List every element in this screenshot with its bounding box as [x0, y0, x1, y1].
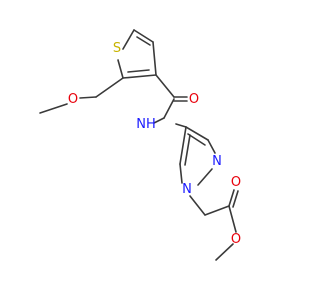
- bond: [179, 126, 187, 165]
- bond: [197, 168, 213, 186]
- molecule-canvas: S O O NH N N O O: [39, 29, 241, 261]
- carbonyl-oxygen-atom: O: [189, 92, 199, 107]
- bond: [207, 139, 216, 154]
- bond: [228, 189, 235, 207]
- bond: [187, 133, 206, 146]
- bond: [175, 123, 187, 128]
- molecule-structure: S O O NH N N O O: [39, 29, 241, 261]
- bond: [127, 69, 150, 73]
- bond: [39, 103, 68, 114]
- amide-nitrogen-atom: NH: [136, 117, 156, 132]
- bond: [122, 29, 135, 50]
- bond: [232, 190, 239, 208]
- bond: [215, 243, 234, 261]
- bond: [117, 59, 124, 79]
- bond: [153, 117, 165, 124]
- bond: [136, 36, 151, 46]
- bond: [228, 205, 237, 233]
- bond: [184, 134, 191, 166]
- pyrazole-nitrogen-atom-2: N: [212, 154, 222, 169]
- ester-carbonyl-oxygen-atom: O: [231, 175, 241, 190]
- bond: [95, 77, 124, 98]
- pyrazole-nitrogen-atom-1: N: [182, 182, 192, 197]
- bond: [133, 29, 154, 43]
- bond: [189, 195, 206, 216]
- bond: [152, 41, 157, 76]
- bond: [155, 74, 175, 98]
- bond: [122, 74, 157, 79]
- bond: [185, 126, 209, 141]
- bond: [179, 163, 183, 184]
- bond: [163, 98, 175, 119]
- ether-oxygen-atom: O: [68, 92, 78, 107]
- bond: [204, 205, 230, 216]
- sulfur-atom: S: [113, 41, 121, 56]
- ester-oxygen-atom: O: [231, 232, 241, 247]
- bond: [79, 96, 97, 99]
